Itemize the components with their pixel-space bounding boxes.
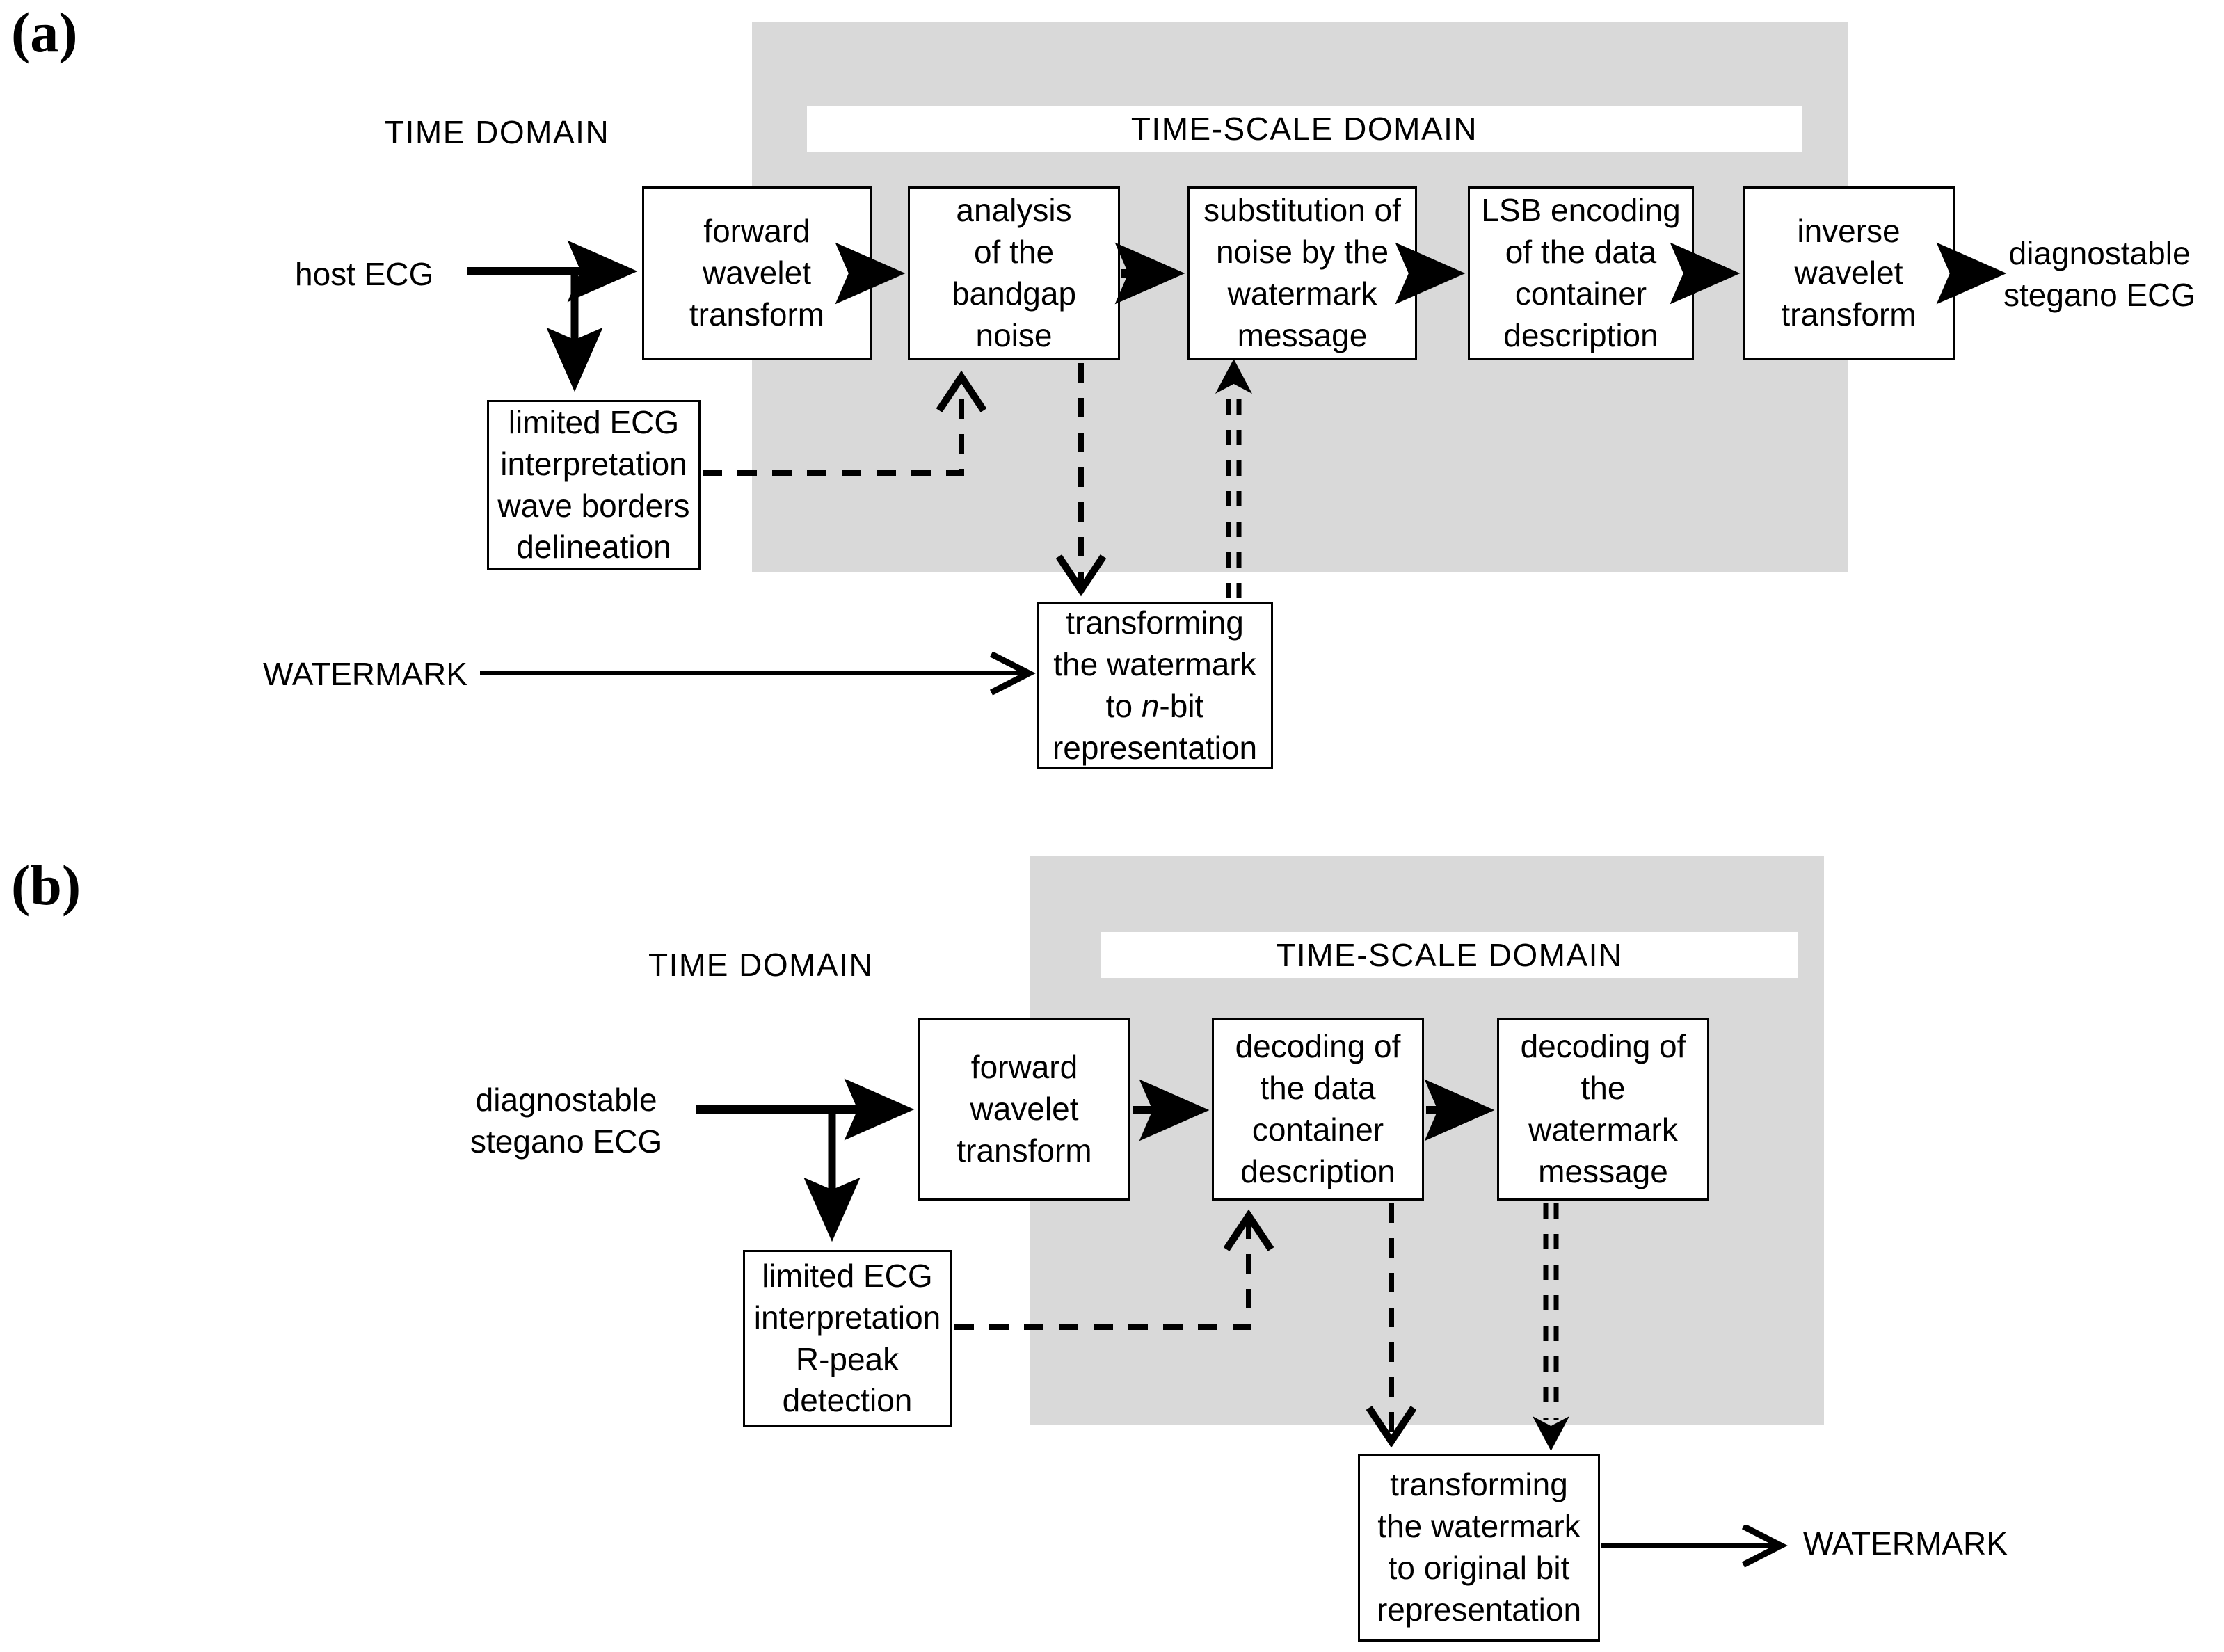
stegano-ecg-input-line1: diagnostable	[475, 1082, 657, 1118]
panel-b-time-scale-domain-label: TIME-SCALE DOMAIN	[1276, 937, 1623, 973]
stegano-ecg-input-label: diagnostable stegano ECG	[470, 1080, 662, 1163]
arrow-stegano-ecg-to-forward-wavelet-b	[696, 1078, 915, 1242]
panel-b-time-domain-label: TIME DOMAIN	[648, 947, 874, 983]
panel-b-label: (b)	[11, 853, 81, 917]
stegano-ecg-output-label: diagnostable stegano ECG	[2003, 233, 2195, 316]
panel-a-time-domain-label: TIME DOMAIN	[385, 114, 610, 150]
watermark-output-label: WATERMARK	[1803, 1525, 2008, 1562]
panel-a-time-scale-domain-label: TIME-SCALE DOMAIN	[1130, 111, 1478, 147]
stegano-ecg-input-line2: stegano ECG	[470, 1123, 663, 1160]
arrow-host-ecg-to-forward-wavelet	[467, 240, 638, 392]
stegano-ecg-output-line2: stegano ECG	[2003, 276, 2196, 313]
watermark-input-label: WATERMARK	[263, 656, 467, 692]
host-ecg-input-label: host ECG	[295, 256, 434, 292]
panel-b-time-scale-domain-bar: TIME-SCALE DOMAIN	[1101, 932, 1798, 978]
panel-a-label: (a)	[11, 1, 78, 64]
stegano-ecg-output-line1: diagnostable	[2008, 235, 2191, 271]
panel-a-time-scale-domain-bar: TIME-SCALE DOMAIN	[807, 106, 1802, 152]
